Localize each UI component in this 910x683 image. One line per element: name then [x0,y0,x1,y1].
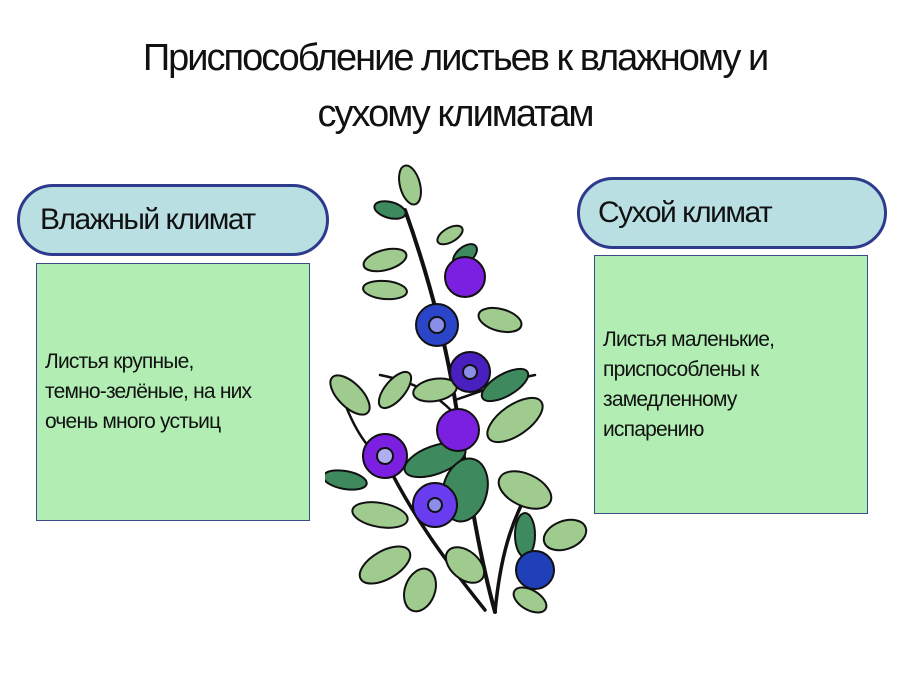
dry-line-2: приспособлены к [603,357,759,381]
dry-line-3: замедленному [603,387,737,411]
humid-climate-heading-text: Влажный климат [40,203,256,236]
humid-line-3: очень много устьиц [45,410,221,433]
title-line-1: Приспособление листьев к влажному и [142,37,769,79]
slide-title: Приспособление листьев к влажному и сухо… [0,30,910,142]
dry-climate-description: Листья маленькие, приспособлены к замедл… [594,255,868,514]
dry-climate-heading-text: Сухой климат [598,196,773,229]
humid-climate-description: Листья крупные, темно-зелёные, на них оч… [36,263,310,521]
blueberry-plant-icon [325,164,588,614]
humid-line-1: Листья крупные, [45,350,194,373]
dry-climate-heading: Сухой климат [577,177,887,249]
humid-line-2: темно-зелёные, на них [45,380,252,403]
dry-line-1: Листья маленькие, [603,327,775,351]
title-line-2: сухому климатам [317,93,595,135]
humid-climate-heading: Влажный климат [17,184,329,256]
dry-line-4: испарению [603,417,704,441]
